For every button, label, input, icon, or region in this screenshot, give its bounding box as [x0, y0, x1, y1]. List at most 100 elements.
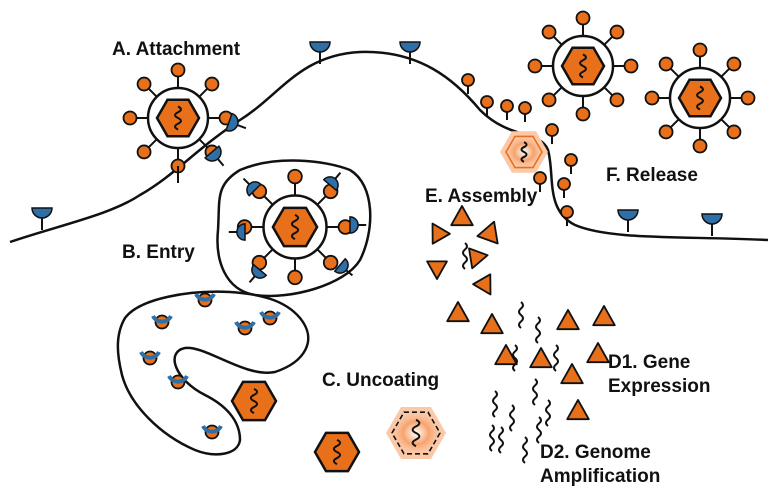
- assembly-proteins: [426, 205, 499, 296]
- receptor-cup: [151, 314, 173, 324]
- bud-spike-knob: [533, 171, 547, 185]
- budding-spikes: [461, 73, 578, 226]
- vesicle-receptor: [259, 310, 281, 326]
- spike-knob: [575, 10, 591, 26]
- receptor-stalk: [334, 171, 342, 180]
- genome-strand: [174, 105, 182, 131]
- gene-expression-proteins: [446, 301, 616, 421]
- receptor-stalk: [248, 275, 256, 284]
- label-attachment: A. Attachment: [112, 39, 241, 60]
- spike-knob: [623, 58, 639, 74]
- protein-triangle: [586, 342, 610, 364]
- label-genome-amplification-2: Amplification: [540, 466, 660, 487]
- receptor: [333, 257, 354, 277]
- membrane-receptor: [309, 41, 331, 64]
- spike-knob: [644, 90, 660, 106]
- bud-spike-knob: [545, 123, 559, 137]
- membrane-receptor: [399, 41, 421, 64]
- cell-membrane: [9, 50, 769, 244]
- receptor-cup: [251, 263, 268, 279]
- spike-knob: [692, 138, 708, 154]
- receptor: [248, 263, 268, 284]
- genome-strand: [536, 416, 542, 444]
- membrane-receptors: [31, 41, 723, 236]
- receptor-cup: [194, 292, 216, 302]
- vesicle-receptor: [201, 424, 223, 440]
- receptor: [322, 171, 342, 192]
- spike-knob: [726, 124, 742, 140]
- receptor-stalk: [217, 158, 225, 167]
- protein-triangle: [450, 205, 474, 227]
- protein-triangle: [529, 347, 553, 369]
- released-capsid-1: [230, 380, 278, 422]
- protein-triangle: [468, 247, 489, 270]
- spike-knob: [527, 58, 543, 74]
- label-assembly: E. Assembly: [425, 186, 538, 207]
- spike-knob: [541, 92, 557, 108]
- protein-triangle: [592, 305, 616, 327]
- genome-strand: [579, 53, 587, 79]
- receptor-cup: [322, 176, 339, 192]
- spike-knob: [740, 90, 756, 106]
- receptor-cup: [139, 350, 161, 360]
- spike-knob: [609, 92, 625, 108]
- released-virion-1: [527, 10, 639, 122]
- spike-knob: [658, 56, 674, 72]
- spike-knob: [170, 62, 186, 78]
- protein-triangle: [560, 363, 584, 385]
- label-uncoating: C. Uncoating: [322, 370, 439, 391]
- spike-knob: [658, 124, 674, 140]
- label-gene-expression-2: Expression: [608, 376, 710, 397]
- protein-triangle: [426, 260, 448, 280]
- bud-spike-knob: [518, 101, 532, 115]
- vesicle-receptor: [167, 374, 189, 390]
- genome-strand: [522, 436, 528, 464]
- receptor-cup: [31, 207, 53, 219]
- spike-knob: [136, 144, 152, 160]
- spike-knob: [692, 42, 708, 58]
- genome-strand: [492, 390, 498, 418]
- membrane-receptor: [617, 209, 639, 232]
- genome-strand: [411, 418, 421, 448]
- bud-spike-knob: [480, 95, 494, 109]
- genome-strand: [545, 399, 551, 427]
- protein-triangle: [480, 313, 504, 335]
- protein-triangle: [476, 220, 499, 245]
- protein-triangle: [566, 399, 590, 421]
- bud-spike-knob: [500, 99, 514, 113]
- vesicle-receptors: [139, 292, 281, 440]
- receptor: [224, 112, 247, 132]
- receptor-cup: [617, 209, 639, 221]
- receptor-cup: [399, 41, 421, 53]
- receptor-cup: [201, 424, 223, 434]
- label-gene-expression-1: D1. Gene: [608, 352, 690, 373]
- genome-strand: [532, 378, 538, 406]
- receptor-cup: [333, 257, 349, 274]
- genome-strand: [290, 213, 300, 241]
- spike-knob: [609, 24, 625, 40]
- label-entry: B. Entry: [122, 242, 195, 263]
- label-genome-amplification-1: D2. Genome: [540, 442, 651, 463]
- receptor-cup: [204, 145, 222, 162]
- receptor-cup: [224, 112, 239, 132]
- spike-knob: [575, 106, 591, 122]
- genome-strand: [332, 439, 342, 465]
- receptor: [349, 216, 367, 234]
- spike-knob: [322, 254, 339, 271]
- membrane-receptor: [31, 207, 53, 230]
- uncoating-vesicle: [116, 290, 310, 456]
- bud-spike-knob: [557, 177, 571, 191]
- spike-knob: [726, 56, 742, 72]
- receptor: [204, 145, 225, 167]
- label-release: F. Release: [606, 165, 698, 186]
- receptor: [242, 177, 262, 197]
- genome-strand: [696, 85, 704, 111]
- vesicle-receptor: [234, 320, 256, 336]
- genome-strand: [249, 388, 259, 414]
- protein-triangle: [431, 222, 451, 245]
- genome-strand: [509, 404, 515, 432]
- genome-strand: [553, 344, 559, 372]
- dissolving-capsid: [386, 407, 446, 459]
- receptor-cup: [167, 374, 189, 384]
- vesicle-receptor: [139, 350, 161, 366]
